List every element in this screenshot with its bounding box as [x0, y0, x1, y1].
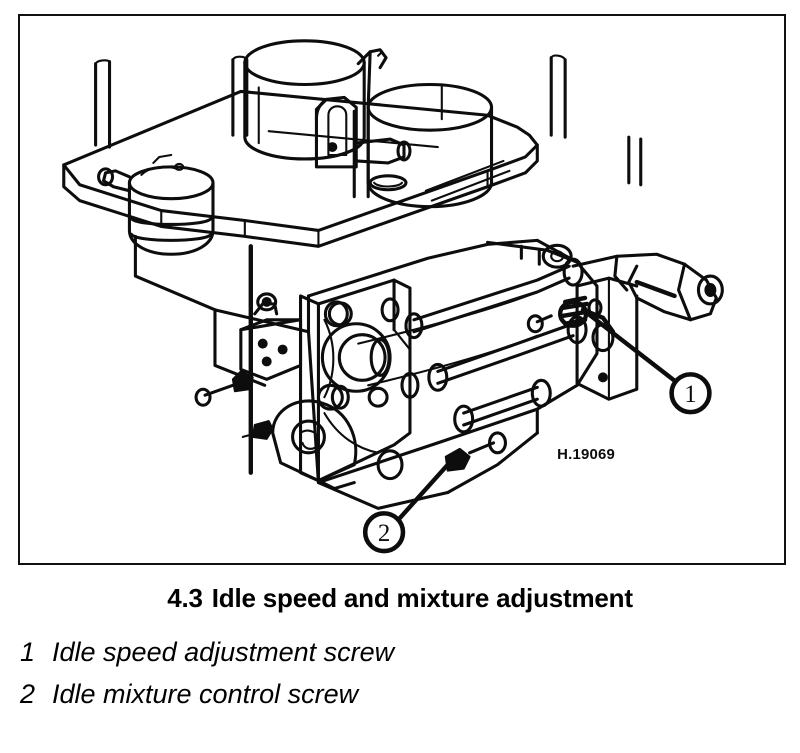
callout-2-leader-line	[393, 462, 450, 525]
choke-housing-block	[314, 95, 412, 169]
callout-1-leader-line	[580, 307, 683, 388]
callout-1-ring	[669, 372, 712, 415]
top-flange-plate	[62, 89, 539, 248]
left-mounting-bracket	[194, 292, 303, 407]
caption-block: 4.3 Idle speed and mixture adjustment 1 I…	[0, 575, 800, 753]
callout-2-ring	[362, 511, 406, 554]
callout-2: 2	[362, 462, 450, 554]
carburettor-barrel-primary	[243, 39, 366, 161]
carburettor-line-drawing: 1 2 H.19069	[62, 39, 724, 554]
legend-item: 1 Idle speed adjustment screw	[14, 637, 784, 679]
flange-mounting-studs	[94, 54, 643, 199]
throttle-linkage-rods	[404, 257, 588, 434]
figure-heading-title: Idle speed and mixture adjustment	[211, 583, 633, 613]
throttle-spindle-bracket	[571, 252, 724, 401]
callout-1: 1	[580, 307, 712, 415]
figure-panel: 1 2 H.19069	[18, 14, 786, 565]
figure-heading-number: 4.3	[167, 583, 203, 613]
legend-item-label: Idle mixture control screw	[52, 679, 359, 709]
legend-item-key: 1	[20, 637, 36, 667]
choke-linkage	[356, 48, 388, 109]
callout-2-number: 2	[378, 520, 390, 547]
legend-item: 2 Idle mixture control screw	[14, 679, 784, 721]
legend-item-key: 2	[20, 679, 36, 709]
flange-screw-cap	[368, 174, 408, 192]
vacuum-diaphragm-housing	[97, 153, 215, 256]
throttle-cam-lever	[241, 399, 358, 491]
carburettor-main-body	[133, 234, 599, 510]
fuel-inlet-union	[486, 240, 579, 269]
legend-item-label: Idle speed adjustment screw	[52, 637, 395, 667]
figure-legend: 1 Idle speed adjustment screw 2 Idle mix…	[14, 637, 784, 721]
figure-heading: 4.3 Idle speed and mixture adjustment	[0, 583, 800, 614]
drawing-reference-code: H.19069	[557, 447, 615, 463]
callout-1-number: 1	[684, 381, 696, 408]
